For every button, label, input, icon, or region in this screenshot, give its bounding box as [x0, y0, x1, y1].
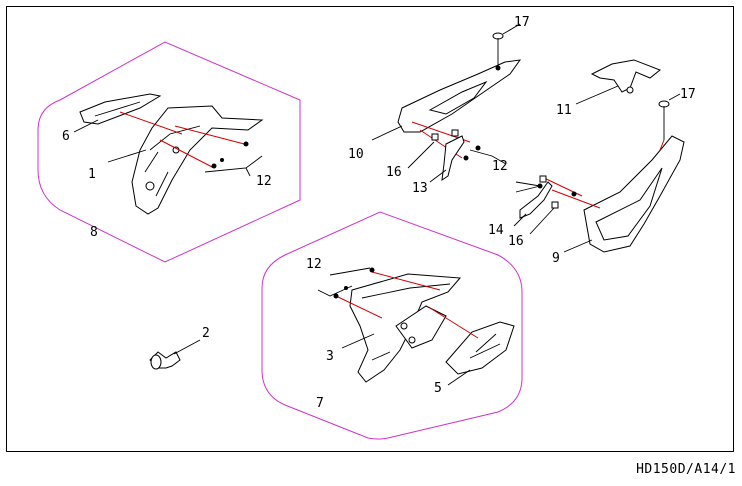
- callout-3: 3: [326, 349, 334, 364]
- callout-11: 11: [556, 103, 572, 118]
- part-11-tail-bracket: [590, 59, 661, 93]
- callout-16-left: 16: [386, 165, 402, 180]
- group-outline-7: [261, 211, 523, 440]
- group-outline-8: [37, 41, 301, 263]
- callout-16-right: 16: [508, 234, 524, 249]
- part-6-side-cover-emblem: [79, 93, 162, 125]
- callout-17-left: 17: [514, 15, 530, 30]
- callout-12-group7: 12: [306, 257, 322, 272]
- callout-12-group8: 12: [256, 174, 272, 189]
- callout-13: 13: [412, 181, 428, 196]
- callout-14: 14: [488, 223, 504, 238]
- part-1-left-side-cover: [131, 105, 264, 215]
- callout-5: 5: [434, 381, 442, 396]
- callout-6: 6: [62, 129, 70, 144]
- callout-7: 7: [316, 396, 324, 411]
- part-9-rear-cowl-right: [583, 135, 685, 253]
- callout-17-right: 17: [680, 87, 696, 102]
- drawing-code: HD150D/A14/1: [636, 462, 736, 477]
- drawing-frame: [6, 6, 734, 452]
- callout-10: 10: [348, 147, 364, 162]
- part-13-bracket: [441, 135, 465, 182]
- callout-8: 8: [90, 225, 98, 240]
- callout-2: 2: [202, 326, 210, 341]
- part-14-bracket: [519, 181, 553, 219]
- callout-12-right: 12: [492, 159, 508, 174]
- callout-9: 9: [552, 251, 560, 266]
- callout-1: 1: [88, 167, 96, 182]
